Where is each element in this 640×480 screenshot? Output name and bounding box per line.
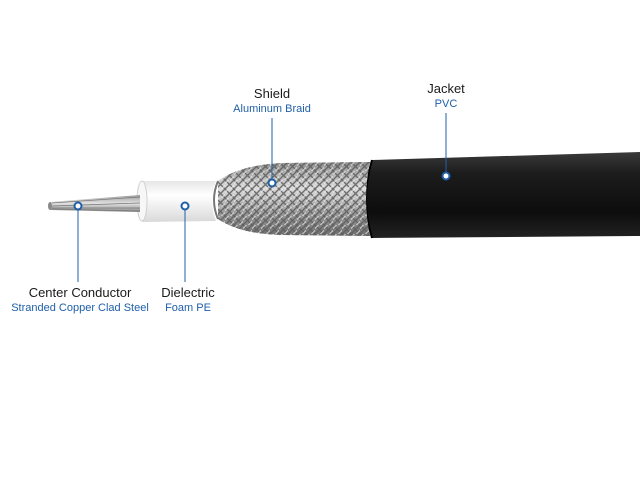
shield-braid-section (213, 162, 370, 236)
dielectric-callout: Dielectric Foam PE (161, 285, 214, 316)
shield-callout: Shield Aluminum Braid (233, 86, 311, 117)
dielectric-name: Dielectric (161, 285, 215, 300)
center-conductor-leader (73, 201, 83, 282)
center-conductor-section (48, 195, 141, 212)
jacket-material: PVC (434, 98, 458, 110)
center-conductor-name: Center Conductor (28, 285, 132, 300)
shield-marker-dot (267, 178, 277, 188)
jacket-name: Jacket (427, 81, 465, 96)
jacket-leader (441, 113, 451, 181)
shield-name: Shield (253, 86, 291, 101)
shield-material: Aluminum Braid (233, 103, 311, 115)
center-conductor-callout: Center Conductor Stranded Copper Clad St… (11, 285, 149, 316)
shield-leader (267, 118, 277, 188)
jacket-callout: Jacket PVC (427, 81, 465, 112)
center-conductor-material: Stranded Copper Clad Steel (11, 302, 149, 314)
center-conductor-marker-dot (73, 201, 83, 211)
dielectric-leader (180, 201, 190, 282)
dielectric-material: Foam PE (165, 302, 211, 314)
dielectric-marker-dot (180, 201, 190, 211)
jacket-marker-dot (441, 171, 451, 181)
jacket-section (365, 152, 640, 239)
dielectric-section (136, 180, 216, 222)
